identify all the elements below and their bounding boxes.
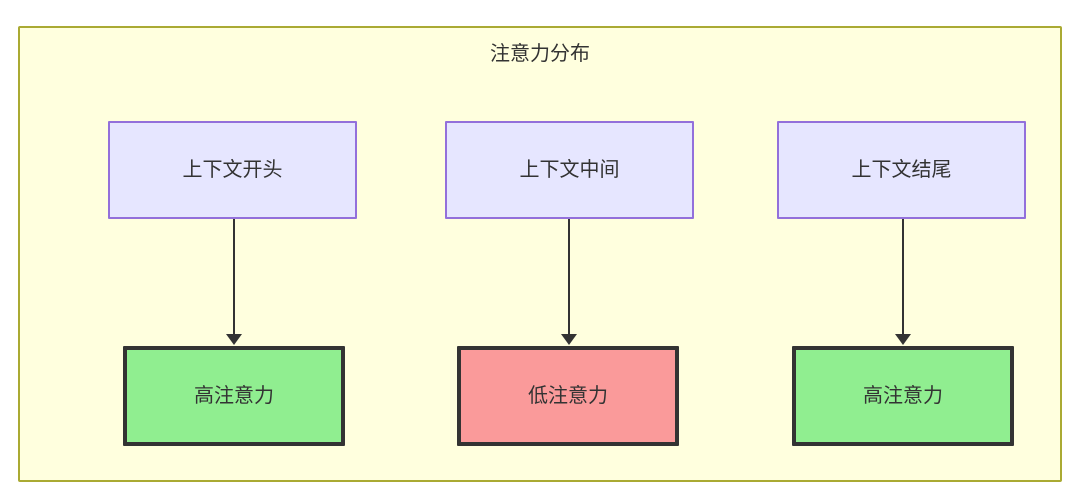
arrow-head-icon bbox=[226, 334, 242, 345]
arrow-head-icon bbox=[895, 334, 911, 345]
node-context-end[interactable]: 上下文结尾 bbox=[777, 121, 1026, 219]
node-low-attention-middle-label: 低注意力 bbox=[528, 385, 608, 407]
node-high-attention-start-label: 高注意力 bbox=[194, 385, 274, 407]
node-high-attention-end[interactable]: 高注意力 bbox=[792, 346, 1014, 446]
node-context-middle[interactable]: 上下文中间 bbox=[445, 121, 694, 219]
attention-distribution-cluster: 注意力分布 上下文开头 上下文中间 上下文结尾 高注意力 低 bbox=[18, 26, 1062, 482]
node-context-middle-label: 上下文中间 bbox=[519, 159, 620, 181]
edge-line bbox=[902, 219, 904, 336]
node-high-attention-end-label: 高注意力 bbox=[863, 385, 943, 407]
node-context-end-label: 上下文结尾 bbox=[851, 159, 952, 181]
cluster-title: 注意力分布 bbox=[490, 43, 590, 65]
node-low-attention-middle[interactable]: 低注意力 bbox=[457, 346, 679, 446]
node-context-start-label: 上下文开头 bbox=[182, 159, 283, 181]
edge-line bbox=[568, 219, 570, 336]
edge-line bbox=[233, 219, 235, 336]
arrow-head-icon bbox=[561, 334, 577, 345]
node-high-attention-start[interactable]: 高注意力 bbox=[123, 346, 345, 446]
node-context-start[interactable]: 上下文开头 bbox=[108, 121, 357, 219]
